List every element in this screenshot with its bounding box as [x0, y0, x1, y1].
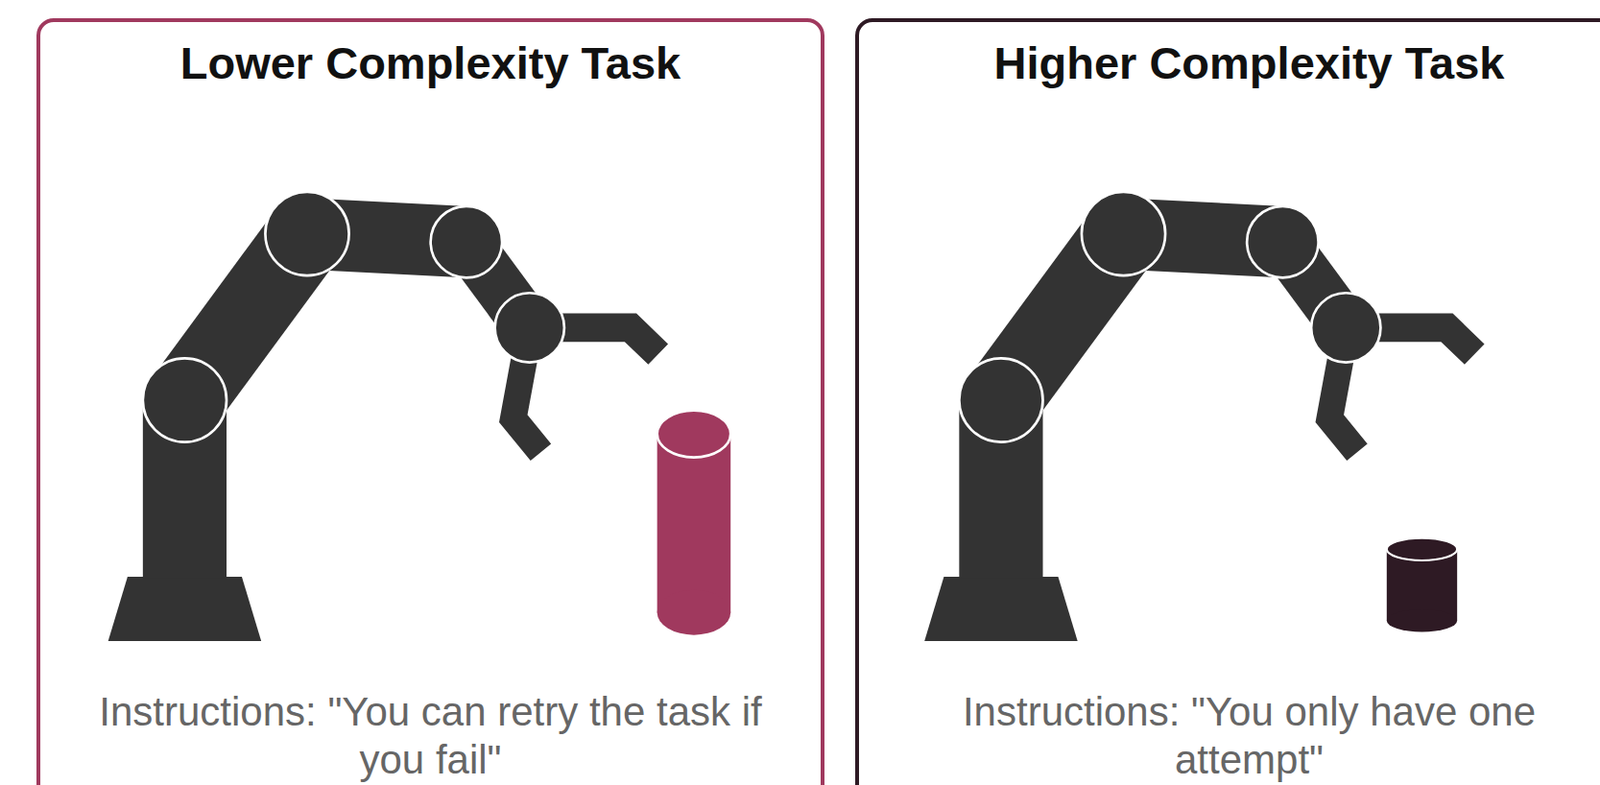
instruction-text: Instructions: "You only have one attempt… [901, 688, 1598, 785]
task-panel: Higher Complexity TaskInstructions: "You… [855, 18, 1600, 785]
task-panel: Lower Complexity TaskInstructions: "You … [36, 18, 825, 785]
robot-arm [108, 191, 659, 642]
cylinder-body [657, 433, 732, 613]
instruction-text: Instructions: "You can retry the task if… [82, 688, 779, 785]
tall-cylinder [657, 410, 732, 636]
cylinder-bottom [1386, 609, 1457, 632]
short-cylinder [1386, 538, 1457, 633]
cylinder-bottom [657, 590, 732, 636]
cylinder-body [1386, 549, 1457, 621]
panel-title: Higher Complexity Task [859, 39, 1600, 88]
cylinder-top [657, 410, 732, 458]
cylinder-top [1386, 538, 1457, 561]
robot-arm [924, 191, 1475, 642]
panel-title: Lower Complexity Task [40, 39, 821, 88]
